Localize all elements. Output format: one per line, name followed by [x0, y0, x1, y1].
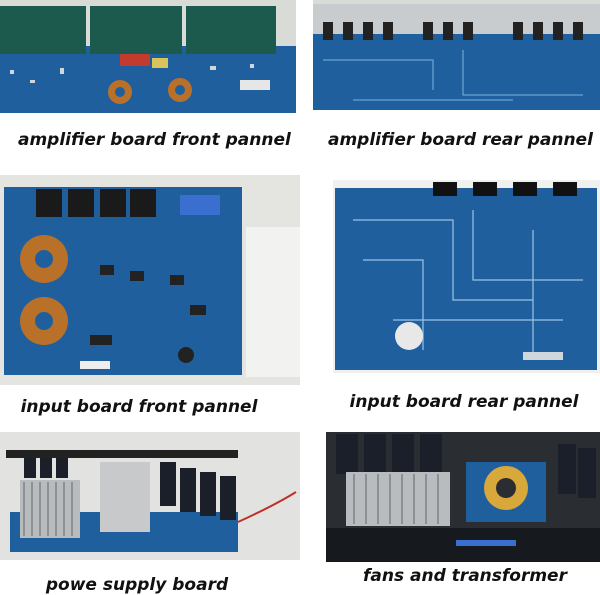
amplifier-board-front-photo: [0, 0, 296, 113]
fans-and-transformer-photo: [326, 432, 600, 562]
caption-input-rear: input board rear pannel: [349, 392, 579, 412]
caption-amp-rear: amplifier board rear pannel: [328, 130, 593, 150]
input-board-front-photo: [0, 175, 300, 385]
caption-psu: powe supply board: [45, 575, 229, 595]
power-supply-board-photo: [0, 432, 300, 560]
caption-fans: fans and transformer: [363, 566, 567, 586]
input-board-rear-photo: [333, 180, 600, 373]
amplifier-board-rear-photo: [313, 0, 600, 110]
caption-input-front: input board front pannel: [20, 397, 258, 417]
caption-amp-front: amplifier board front pannel: [18, 130, 291, 150]
